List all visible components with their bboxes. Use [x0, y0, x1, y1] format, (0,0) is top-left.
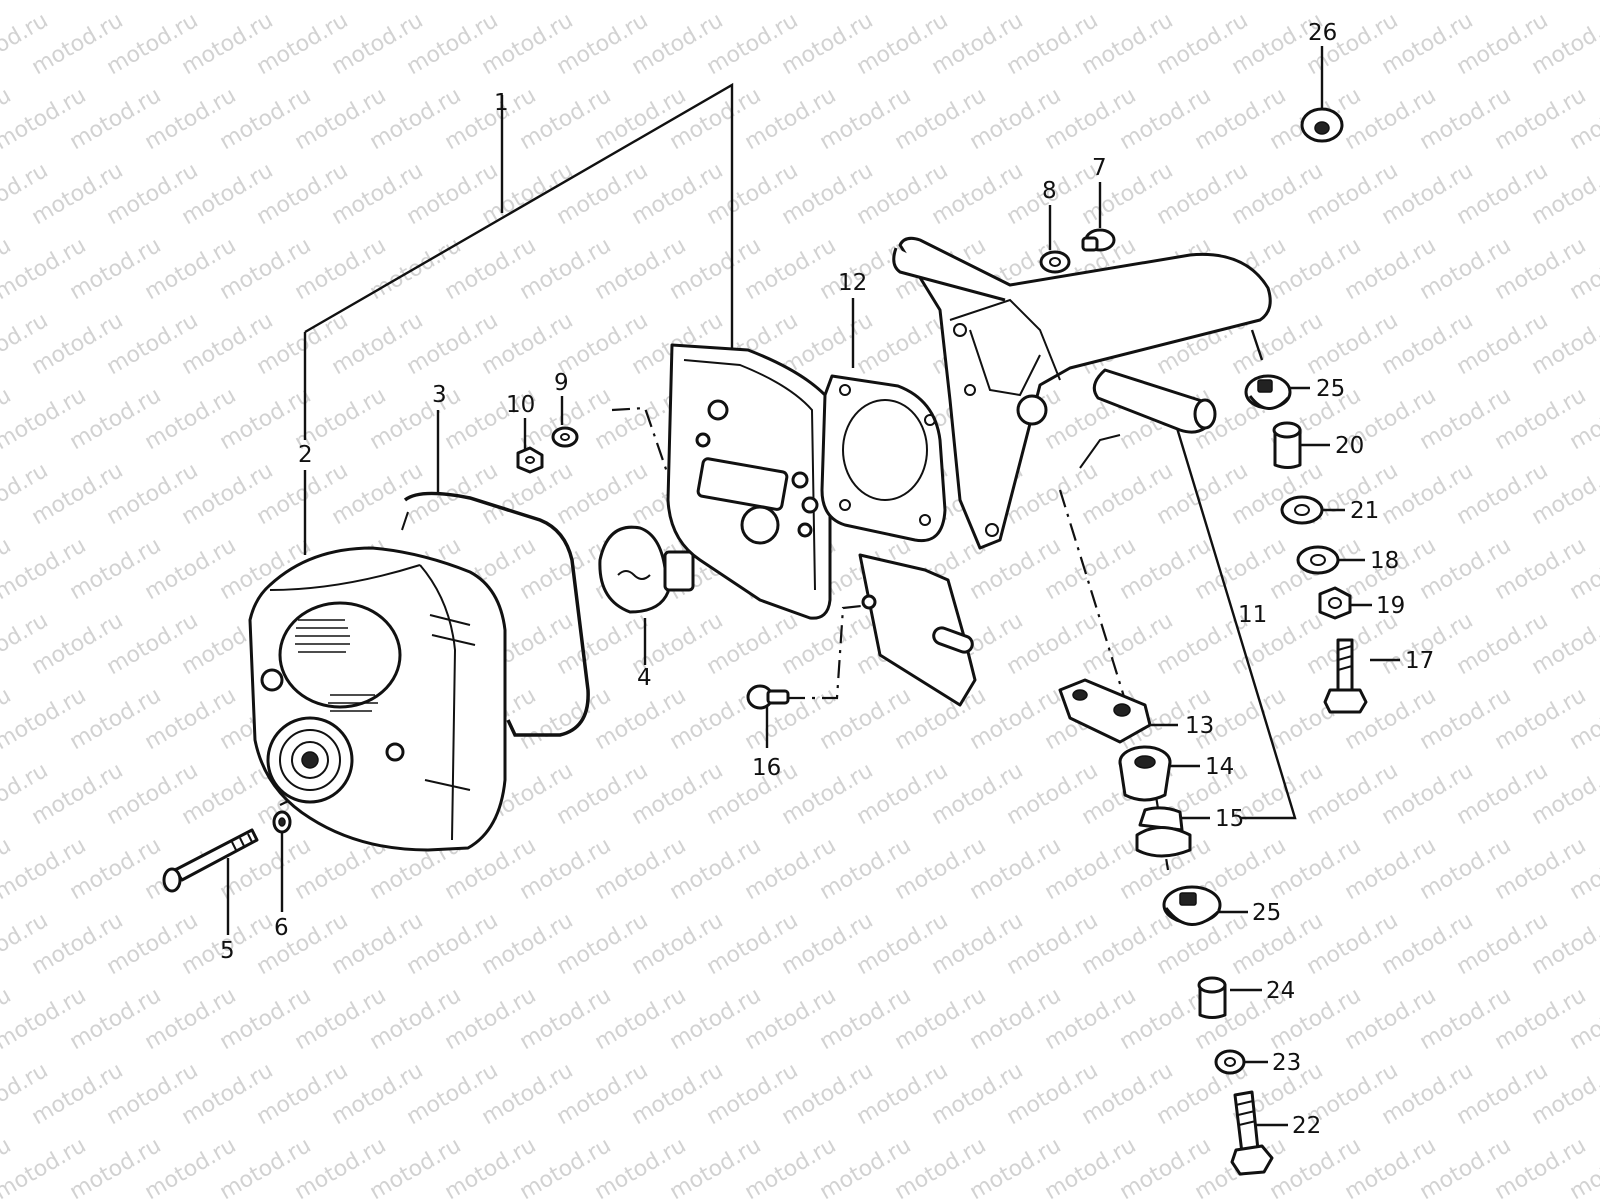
callout-6: 6	[274, 915, 289, 941]
bolt-5	[162, 828, 259, 893]
callout-26: 26	[1308, 20, 1337, 46]
callout-15: 15	[1215, 806, 1244, 832]
license-bracket-plate	[858, 553, 977, 707]
callout-19: 19	[1376, 593, 1405, 619]
washer-8	[1039, 250, 1071, 274]
collar-15	[1135, 806, 1192, 858]
callout-13: 13	[1185, 713, 1214, 739]
callout-22: 22	[1292, 1113, 1321, 1139]
fasteners	[162, 107, 1368, 1176]
callout-8: 8	[1042, 178, 1057, 204]
bolt-17	[1323, 638, 1368, 714]
grommet-14	[1118, 745, 1172, 802]
screw-16	[746, 684, 790, 710]
callout-24: 24	[1266, 978, 1295, 1004]
callout-4: 4	[637, 665, 652, 691]
spacer-24	[1197, 976, 1227, 1019]
callout-16: 16	[752, 755, 781, 781]
washer-23	[1214, 1049, 1246, 1075]
rubber-mount-25-lower	[1162, 885, 1222, 926]
callout-12: 12	[838, 270, 867, 296]
wire-clamp-13	[1058, 678, 1152, 744]
nut-10	[516, 446, 544, 474]
washer-6	[272, 810, 292, 834]
callout-14: 14	[1205, 754, 1234, 780]
callout-5: 5	[220, 938, 235, 964]
rubber-mount-25-upper	[1244, 374, 1292, 410]
callout-3: 3	[432, 382, 447, 408]
bulb	[598, 525, 695, 614]
callout-25-upper: 25	[1316, 376, 1345, 402]
callout-18: 18	[1370, 548, 1399, 574]
callout-20: 20	[1335, 433, 1364, 459]
nut-19	[1318, 586, 1352, 620]
washer-21	[1280, 495, 1324, 525]
rubber-cap-26	[1300, 107, 1344, 143]
callout-2: 2	[298, 442, 313, 468]
callout-17: 17	[1405, 648, 1434, 674]
lock-washer-9	[551, 426, 579, 448]
callout-11: 11	[1238, 602, 1267, 628]
callout-7: 7	[1092, 155, 1107, 181]
spacer-20	[1272, 421, 1302, 469]
callout-labels: 1 2 3 4 5 6 7 8 9 10 11 12 13 14 15 16 1…	[220, 20, 1434, 1139]
washer-18	[1296, 545, 1340, 575]
lamp-base-plate	[666, 343, 832, 620]
callout-10: 10	[506, 392, 535, 418]
rear-frame-bracket	[892, 236, 1272, 550]
screw-7	[1081, 228, 1116, 252]
tail-lamp-housing	[248, 546, 507, 852]
lens-gasket	[401, 491, 590, 737]
mounting-gasket	[820, 374, 947, 543]
callout-25-lower: 25	[1252, 900, 1281, 926]
callout-9: 9	[554, 370, 569, 396]
leader-lines	[226, 46, 1400, 1127]
watermark-text: motod.ru	[1566, 0, 1600, 5]
callout-1: 1	[494, 90, 509, 116]
bolt-22	[1230, 1090, 1274, 1176]
callout-23: 23	[1272, 1050, 1301, 1076]
callout-21: 21	[1350, 498, 1379, 524]
